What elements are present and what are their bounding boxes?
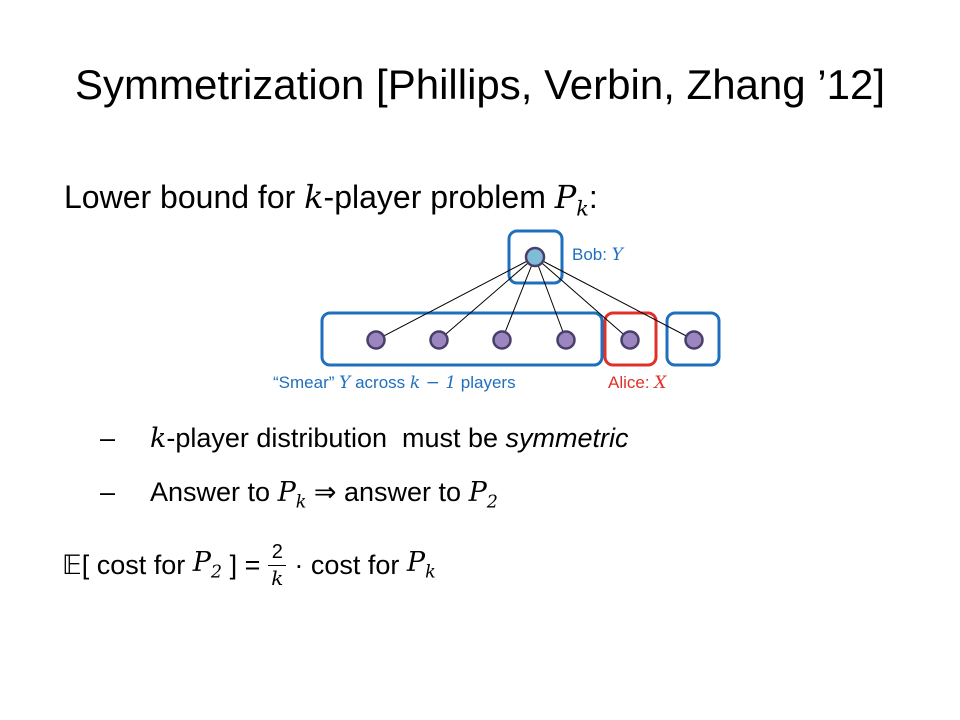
bullet-2-P1-sub: k (295, 492, 307, 513)
last-player-box (665, 311, 721, 367)
bullet-1-emphasis: symmetric (505, 423, 629, 453)
bob-label-prefix: Bob: (572, 245, 612, 264)
smear-label-expr: k − 1 (409, 373, 457, 393)
smear-label-suffix: players (456, 373, 516, 392)
bullet-2-dash: – (100, 477, 116, 507)
bullet-1-var: k (150, 423, 167, 454)
fraction-2-over-k: 2 k (268, 540, 287, 590)
smear-label-mid: across (350, 373, 410, 392)
edge-5 (534, 256, 631, 341)
fraction-denominator: k (271, 565, 284, 590)
fraction-numerator: 2 (271, 540, 283, 563)
player-node-6 (684, 330, 704, 350)
alice-box (603, 311, 658, 367)
bullet-1-text1: -player distribution must be (166, 423, 506, 453)
heading-var-k: k (304, 178, 324, 216)
edge-2 (438, 256, 536, 341)
alice-label: Alice: X (608, 373, 666, 393)
bullet-2-text: Answer to Pk ⇒ answer to P2 (150, 477, 498, 512)
bullet-2-P2-sub: 2 (486, 492, 498, 513)
formula-P2-sub: 2 (210, 562, 223, 583)
slide-title: Symmetrization [Phillips, Verbin, Zhang … (74, 61, 886, 108)
formula-open: [ cost for (81, 549, 193, 580)
bullet-2-text2: answer to (344, 477, 469, 507)
multiply-dot: · (294, 549, 304, 580)
formula-P2: P2 (193, 547, 222, 582)
formula-rest: cost for (303, 549, 407, 580)
expectation-symbol: 𝔼 (62, 549, 82, 580)
formula-close: ] = (222, 549, 261, 580)
alice-node (620, 330, 640, 350)
bob-node (524, 246, 546, 268)
heading-mid: -player problem (323, 179, 555, 215)
edge-3 (501, 256, 536, 341)
alice-label-var: X (654, 373, 667, 393)
bullet-2-text1: Answer to (150, 477, 278, 507)
bob-label-var: Y (611, 245, 623, 265)
bob-label: Bob: Y (572, 245, 623, 265)
bullet-1-dash: – (100, 423, 116, 453)
formula-P2-base: P (192, 547, 211, 579)
bullet-2-P1-base: P (277, 477, 296, 508)
heading-P-sub: k (576, 196, 589, 221)
bullet-2-P1: Pk (277, 477, 307, 512)
smear-label-var: Y (339, 373, 351, 393)
bullet-2-P2: P2 (468, 477, 498, 512)
player-node-2 (429, 330, 449, 350)
smear-label-prefix: “Smear” (273, 373, 340, 392)
player-node-1 (366, 330, 386, 350)
formula-Pk-sub: k (425, 562, 436, 583)
bullet-1-text: k-player distribution must be symmetric (150, 423, 629, 454)
player-node-4 (556, 330, 576, 350)
heading-P: P (554, 178, 577, 216)
bob-box (507, 229, 564, 285)
edge-4 (534, 256, 567, 341)
heading-prefix: Lower bound for (64, 179, 305, 215)
heading-suffix: : (588, 179, 598, 215)
smear-group-box (320, 311, 604, 367)
tree-edges (375, 256, 695, 341)
player-node-3 (492, 330, 512, 350)
heading-problem-P: Pk (554, 178, 589, 220)
alice-label-prefix: Alice: (608, 373, 655, 392)
edge-6 (534, 256, 695, 341)
formula-Pk: Pk (407, 547, 436, 582)
expected-cost-formula: 𝔼 [ cost for P2 ] = 2 k · cost for Pk (62, 530, 436, 600)
implies-arrow: ⇒ (306, 477, 344, 507)
edge-1 (375, 256, 536, 341)
slide-heading: Lower bound for k-player problem Pk: (64, 178, 598, 221)
bullet-2-P2-base: P (468, 477, 487, 508)
fraction-bar (268, 564, 287, 566)
formula-Pk-base: P (406, 547, 426, 579)
smear-label: “Smear” Y across k − 1 players (273, 373, 516, 393)
